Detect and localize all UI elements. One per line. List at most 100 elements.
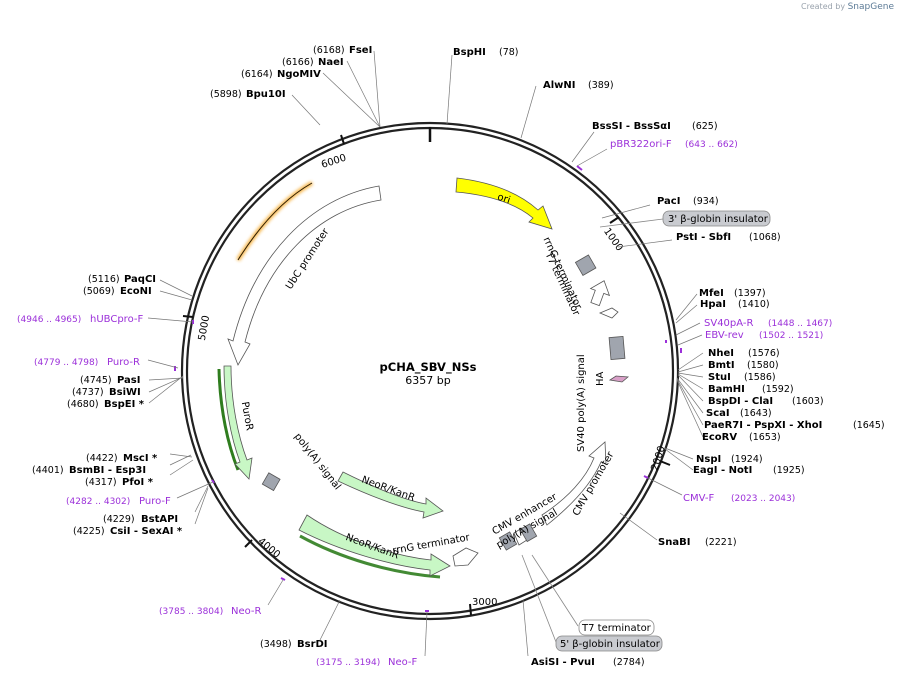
enzyme-NgoMIV[interactable]: (6164)NgoMIV: [241, 69, 321, 80]
enzyme-BstAPI[interactable]: (4229) BstAPI: [103, 514, 178, 525]
enzyme-BsmBI-Esp3I[interactable]: (4401)BsmBI - Esp3I: [32, 465, 146, 476]
svg-text:BstAPI: BstAPI: [141, 514, 178, 525]
enzyme-BsrDI[interactable]: (3498) BsrDI: [260, 639, 328, 650]
svg-text:Puro-F: Puro-F: [139, 496, 171, 507]
primer-Neo-R[interactable]: (3785 .. 3804)Neo-R: [159, 606, 262, 617]
rrnG-terminator-arrow-bottom[interactable]: [452, 547, 479, 567]
enzyme-MscI[interactable]: (4422)MscI *: [86, 453, 158, 464]
rrnG-terminator-box-top[interactable]: [574, 254, 597, 276]
svg-text:HpaI: HpaI: [700, 299, 726, 310]
primer-SV40pA-R[interactable]: SV40pA-R(1448 .. 1467): [704, 318, 832, 329]
svg-text:(3785 .. 3804): (3785 .. 3804): [159, 607, 223, 617]
T7-terminator-callout[interactable]: T7 terminator: [531, 554, 655, 636]
enzyme-BsiWI[interactable]: (4737)BsiWI: [72, 387, 141, 398]
svg-text:(389): (389): [588, 80, 614, 91]
SV40-polyA-label: SV40 poly(A) signal: [576, 354, 587, 452]
enzyme-Bpu10I[interactable]: (5898)Bpu10I: [210, 89, 286, 100]
enzyme-BspDI-ClaI[interactable]: BspDI - ClaI(1603): [708, 396, 824, 407]
primer-Puro-R[interactable]: (4779 .. 4798)Puro-R: [34, 357, 140, 368]
enzyme-EcoRV[interactable]: EcoRV(1653): [702, 432, 781, 443]
enzyme-PstI-SbfI[interactable]: PstI - SbfI(1068): [676, 232, 781, 243]
enzyme-BssSI[interactable]: BssSI - BssSαI(625): [592, 121, 718, 132]
enzyme-AsiSI-PvuI[interactable]: AsiSI - PvuI(2784): [531, 657, 645, 668]
svg-text:(4946 .. 4965): (4946 .. 4965): [17, 315, 81, 325]
PuroR-feature[interactable]: [223, 365, 253, 480]
svg-text:BsrDI: BsrDI: [297, 639, 328, 650]
svg-text:BspEI *: BspEI *: [104, 399, 145, 410]
svg-text:1000: 1000: [601, 226, 625, 253]
enzyme-MfeI[interactable]: MfeI(1397): [699, 288, 766, 299]
NeoR-KanR-feature-2[interactable]: [298, 514, 451, 577]
svg-text:BssSI - BssSαI: BssSI - BssSαI: [592, 121, 671, 132]
svg-text:(78): (78): [499, 47, 519, 58]
CMV-enhancer-box[interactable]: [498, 531, 518, 551]
T7-terminator-arrow-top[interactable]: [586, 277, 613, 307]
globin3-callout[interactable]: 3' β-globin insulator: [599, 210, 771, 228]
svg-text:(2784): (2784): [613, 657, 645, 668]
polyA-box-bottom[interactable]: [519, 523, 538, 543]
enzyme-NspI[interactable]: NspI(1924): [696, 454, 763, 465]
svg-text:(934): (934): [693, 196, 719, 207]
enzyme-BmtI[interactable]: BmtI(1580): [708, 360, 779, 371]
svg-text:(1586): (1586): [744, 372, 776, 383]
enzyme-BspEI[interactable]: (4680)BspEI *: [67, 399, 145, 410]
primer-Puro-F[interactable]: (4282 .. 4302) Puro-F: [66, 496, 171, 507]
NeoR-KanR-feature-1[interactable]: [337, 471, 444, 519]
svg-text:CMV-F: CMV-F: [683, 493, 714, 504]
primer-marks: [174, 165, 682, 612]
enzyme-PacI[interactable]: PacI(934): [657, 196, 719, 207]
brand-credit: Created by SnapGene: [801, 2, 894, 12]
UbC-promoter-feature[interactable]: [227, 185, 382, 366]
svg-text:(4229): (4229): [103, 514, 135, 525]
svg-text:pBR322ori-F: pBR322ori-F: [610, 139, 672, 150]
enzyme-PaqCI[interactable]: (5116)PaqCI: [88, 274, 156, 285]
ori-label: ori: [496, 192, 512, 206]
svg-text:(4737): (4737): [72, 387, 104, 398]
UbC-promoter-highlight: [236, 181, 313, 262]
svg-text:(3498): (3498): [260, 639, 292, 650]
primer-CMV-F[interactable]: CMV-F(2023 .. 2043): [683, 493, 795, 504]
globin5-callout[interactable]: 5' β-globin insulator: [521, 554, 663, 652]
sv40-polyA-box[interactable]: [608, 335, 626, 361]
ori-feature[interactable]: [455, 177, 553, 230]
PuroR-label: PuroR: [239, 401, 255, 432]
enzyme-FseI[interactable]: (6168)FseI: [313, 45, 372, 56]
primer-hUBCpro-F[interactable]: (4946 .. 4965) hUBCpro-F: [17, 314, 143, 325]
enzyme-PasI[interactable]: (4745)PasI: [80, 375, 140, 386]
enzyme-SnaBI[interactable]: SnaBI(2221): [658, 537, 737, 548]
svg-text:(2221): (2221): [705, 537, 737, 548]
primer-Neo-F[interactable]: (3175 .. 3194)Neo-F: [316, 657, 418, 668]
primer-pBR322ori-F[interactable]: pBR322ori-F(643 .. 662): [610, 139, 738, 150]
primer-EBV-rev[interactable]: EBV-rev(1502 .. 1521): [705, 330, 823, 341]
svg-text:EcoNI: EcoNI: [120, 286, 152, 297]
svg-text:(5898): (5898): [210, 89, 242, 100]
polyA-box-left[interactable]: [261, 472, 281, 492]
enzyme-BspHI[interactable]: BspHI(78): [453, 47, 519, 58]
enzyme-BamHI[interactable]: BamHI(1592): [708, 384, 794, 395]
enzyme-HpaI[interactable]: HpaI(1410): [700, 299, 770, 310]
enzyme-PfoI[interactable]: (4317)PfoI *: [85, 477, 154, 488]
enzyme-EcoNI[interactable]: (5069)EcoNI: [83, 286, 152, 297]
svg-text:NspI: NspI: [696, 454, 721, 465]
svg-text:(1925): (1925): [773, 465, 805, 476]
svg-text:(4282 .. 4302): (4282 .. 4302): [66, 497, 130, 507]
svg-text:SV40pA-R: SV40pA-R: [704, 318, 753, 329]
polyA-label-left: poly(A) signal: [292, 431, 343, 492]
tick-5000: 5000: [182, 315, 212, 342]
svg-text:BsmBI - Esp3I: BsmBI - Esp3I: [69, 465, 146, 476]
HA-tag-feature[interactable]: [608, 375, 630, 383]
svg-text:hUBCpro-F: hUBCpro-F: [90, 314, 143, 325]
enzyme-EagI-NotI[interactable]: EagI - NotI(1925): [693, 465, 805, 476]
enzyme-ScaI[interactable]: ScaI(1643): [706, 408, 772, 419]
svg-text:T7 terminator: T7 terminator: [581, 623, 652, 634]
enzyme-NheI[interactable]: NheI(1576): [708, 348, 780, 359]
snapgene-logo: SnapGene: [847, 2, 894, 12]
svg-text:MscI *: MscI *: [123, 453, 158, 464]
enzyme-NaeI[interactable]: (6166)NaeI: [282, 57, 344, 68]
enzyme-PaeR7I-PspXI-XhoI[interactable]: PaeR7I - PspXI - XhoI(1645): [704, 420, 885, 431]
CMV-promoter-feature[interactable]: [541, 441, 607, 526]
enzyme-AlwNI[interactable]: AlwNI(389): [543, 80, 614, 91]
enzyme-StuI[interactable]: StuI(1586): [708, 372, 776, 383]
enzyme-CsiI-SexAI[interactable]: (4225)CsiI - SexAI *: [73, 526, 183, 537]
svg-text:(1603): (1603): [792, 396, 824, 407]
